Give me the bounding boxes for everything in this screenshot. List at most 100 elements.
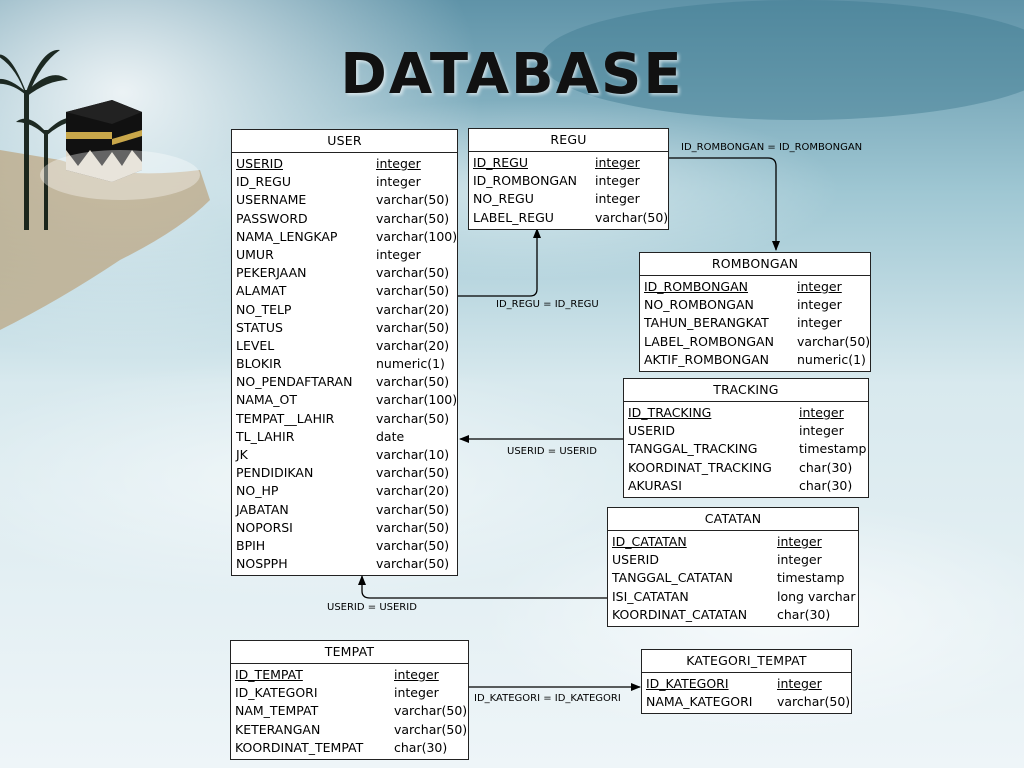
table-tracking-header: TRACKING (624, 379, 868, 402)
column-name: ID_REGU (236, 174, 291, 190)
column-type: char(30) (799, 477, 853, 493)
column-type: integer (595, 155, 640, 170)
column-name: PEKERJAAN (236, 265, 307, 281)
column-type: varchar(100) (376, 228, 458, 244)
column-name: LEVEL (236, 337, 275, 353)
column-type: integer (394, 667, 439, 682)
column-name: PASSWORD (236, 210, 308, 226)
column-type: integer (595, 173, 640, 189)
column-name: USERID (612, 552, 659, 568)
column-type: integer (376, 246, 421, 262)
column-name: ALAMAT (236, 283, 287, 299)
column-name: KOORDINAT_CATATAN (612, 606, 748, 622)
column-name: KOORDINAT_TRACKING (628, 459, 772, 475)
primary-key-column-name: ID_ROMBONGAN (644, 279, 749, 294)
column-type: long varchar (777, 588, 856, 604)
column-type: varchar(100) (376, 392, 458, 408)
table-user-row: UMUR integer (236, 246, 453, 264)
column-type: varchar(50) (595, 209, 669, 225)
primary-key-column-name: ID_CATATAN (612, 534, 687, 549)
column-type: varchar(50) (376, 537, 450, 553)
relation-label-catatan-user: USERID = USERID (327, 602, 417, 613)
column-name: NO_REGU (473, 191, 534, 207)
table-tracking-row: AKURASI char(30) (628, 477, 864, 495)
column-type: varchar(50) (376, 192, 450, 208)
column-name: ID_ROMBONGAN (473, 173, 578, 189)
column-type: char(30) (799, 459, 853, 475)
table-user-row: ALAMAT varchar(50) (236, 282, 453, 300)
column-name: NO_PENDAFTARAN (236, 374, 353, 390)
table-user-row: NO_TELP varchar(20) (236, 301, 453, 319)
column-type: varchar(50) (394, 703, 468, 719)
column-type: varchar(50) (376, 283, 450, 299)
table-rombongan-header: ROMBONGAN (640, 253, 870, 276)
column-type: varchar(50) (376, 465, 450, 481)
column-type: integer (799, 423, 844, 439)
table-tempat-row: KOORDINAT_TEMPAT char(30) (235, 739, 464, 757)
table-regu-header: REGU (469, 129, 668, 152)
column-name: NAMA_LENGKAP (236, 228, 338, 244)
column-type: char(30) (394, 739, 448, 755)
column-type: date (376, 428, 405, 444)
column-name: NOSPPH (236, 556, 288, 572)
table-catatan-header: CATATAN (608, 508, 858, 531)
column-name: NAM_TEMPAT (235, 703, 319, 719)
column-name: TANGGAL_TRACKING (628, 441, 758, 457)
column-type: timestamp (777, 570, 845, 586)
column-type: varchar(20) (376, 337, 450, 353)
table-user-row: NO_PENDAFTARAN varchar(50) (236, 373, 453, 391)
table-tempat-header: TEMPAT (231, 641, 468, 664)
page-title: DATABASE (340, 42, 684, 107)
column-name: ID_KATEGORI (235, 685, 318, 701)
table-user-row: PASSWORD varchar(50) (236, 210, 453, 228)
column-name: TEMPAT__LAHIR (236, 410, 335, 426)
column-name: KETERANGAN (235, 721, 321, 737)
relation-line-catatan-user (358, 575, 608, 599)
column-type: varchar(50) (376, 374, 450, 390)
column-name: NO_TELP (236, 301, 292, 317)
column-type: varchar(20) (376, 301, 450, 317)
column-name: JABATAN (236, 501, 289, 517)
column-name: KOORDINAT_TEMPAT (235, 739, 364, 755)
column-type: integer (376, 156, 421, 171)
column-name: NO_HP (236, 483, 279, 499)
relation-line-user-regu (457, 228, 541, 297)
column-name: AKURASI (628, 477, 682, 493)
relation-label-regu-rombongan: ID_ROMBONGAN = ID_ROMBONGAN (681, 142, 863, 153)
column-type: varchar(50) (376, 319, 450, 335)
column-name: USERID (628, 423, 675, 439)
column-name: TAHUN_BERANGKAT (644, 315, 769, 331)
relation-label-user-regu: ID_REGU = ID_REGU (496, 299, 599, 310)
column-name: UMUR (236, 246, 274, 262)
table-user-header: USER (232, 130, 457, 153)
column-type: varchar(10) (376, 447, 450, 462)
column-type: varchar(50) (376, 210, 450, 226)
